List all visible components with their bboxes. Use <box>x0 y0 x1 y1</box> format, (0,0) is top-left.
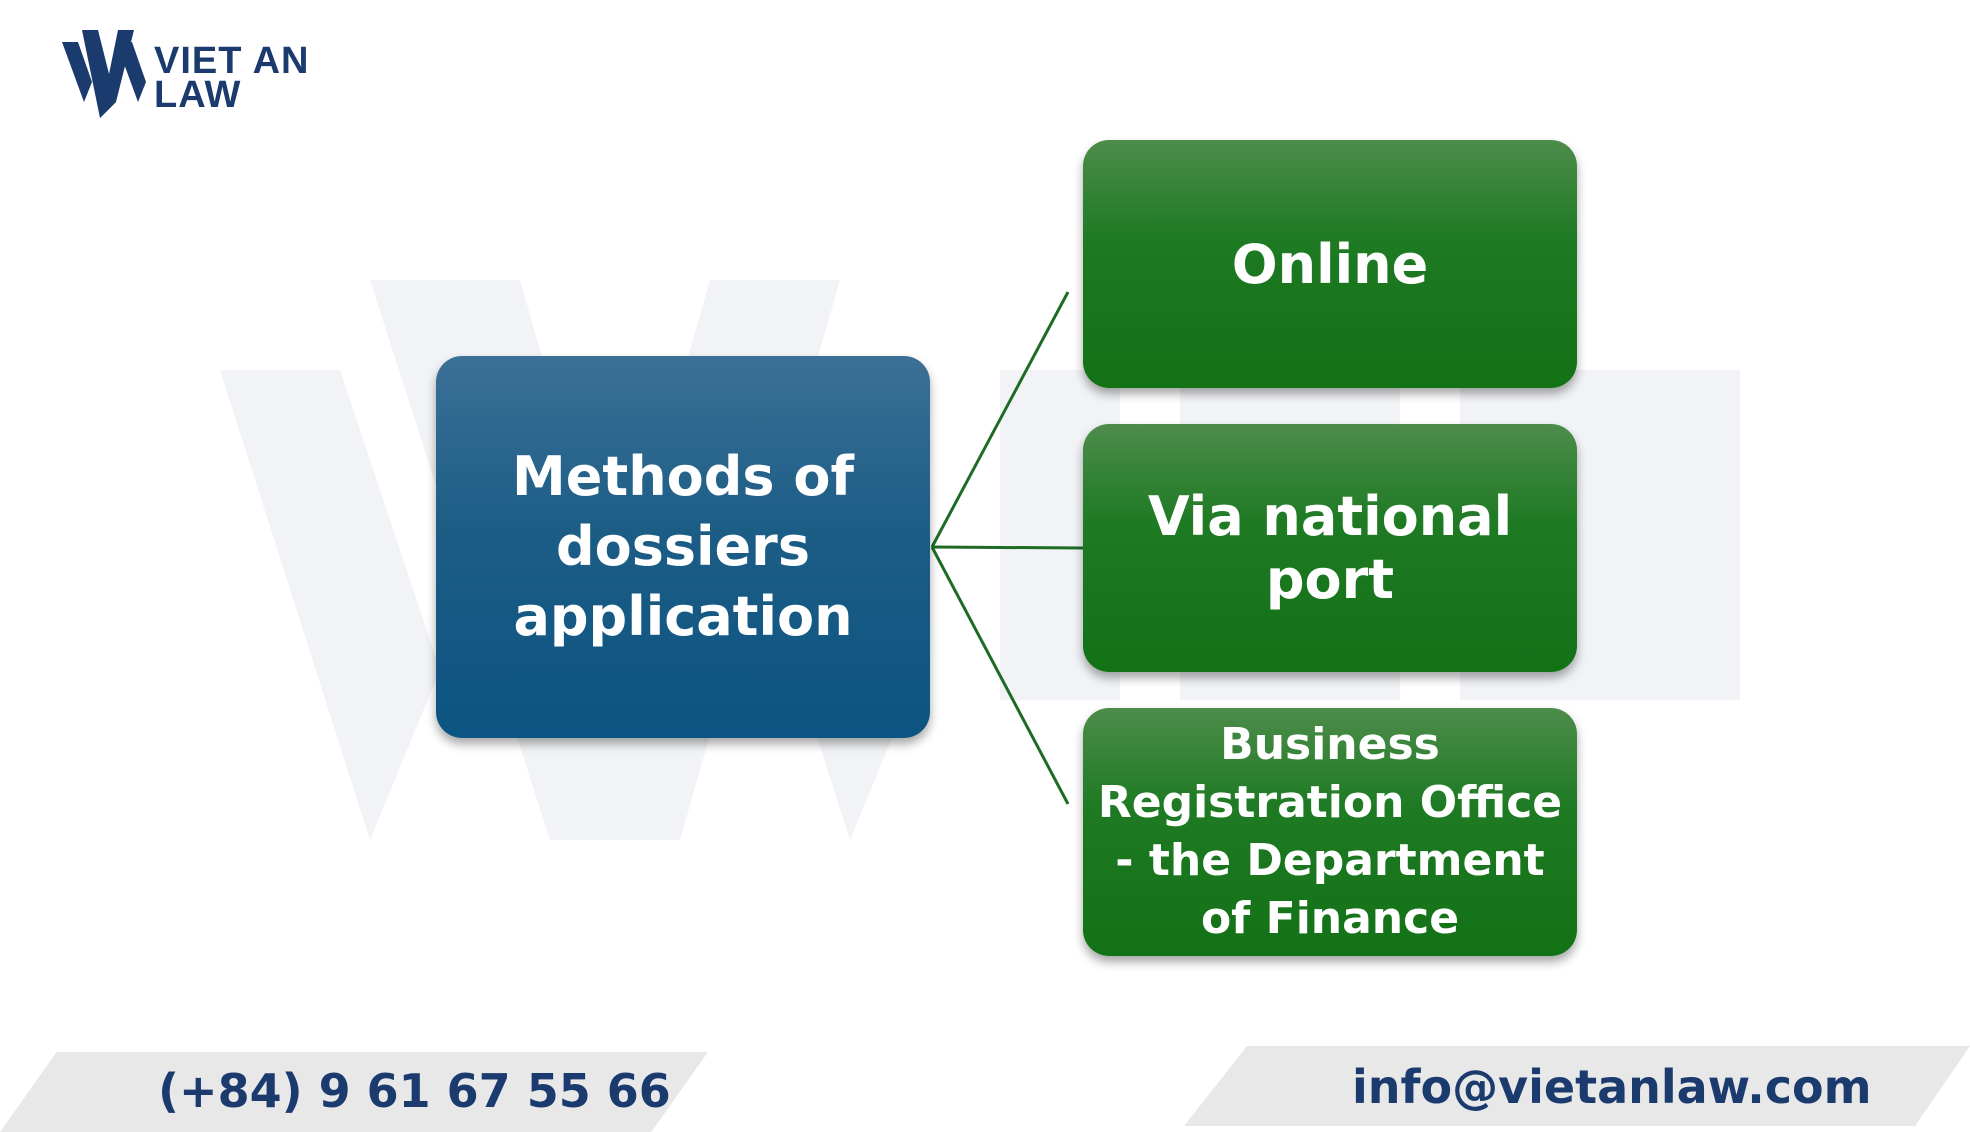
brand-logo: VIET AN LAW <box>60 30 310 130</box>
root-node-label: Methods of dossiers application <box>512 445 854 648</box>
footer-phone: (+84) 9 61 67 55 66 <box>158 1064 671 1118</box>
child-node-label: Business Registration Office - the Depar… <box>1097 719 1563 944</box>
brand-line1: VIET AN <box>154 40 310 82</box>
connector-online <box>930 291 1070 548</box>
brand-line2: LAW <box>154 74 242 116</box>
connector-office <box>930 546 1070 805</box>
child-node-label: Online <box>1231 232 1429 296</box>
root-node-methods: Methods of dossiers application <box>436 356 930 738</box>
footer-band-right <box>1184 1046 1970 1126</box>
child-node-online: Online <box>1083 140 1577 388</box>
connector-national <box>931 545 1084 550</box>
logo-mark-icon <box>62 30 146 118</box>
child-node-label: Via national port <box>1147 485 1513 611</box>
child-node-business-registration-office: Business Registration Office - the Depar… <box>1083 708 1577 956</box>
footer-band-left <box>0 1052 708 1132</box>
brand-name: VIET AN LAW <box>154 40 310 116</box>
child-node-national-port: Via national port <box>1083 424 1577 672</box>
footer-email: info@vietanlaw.com <box>1352 1060 1872 1114</box>
